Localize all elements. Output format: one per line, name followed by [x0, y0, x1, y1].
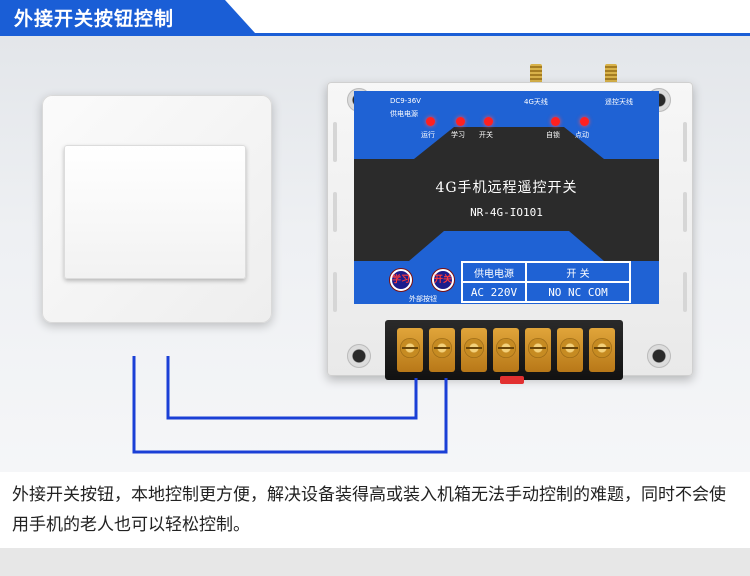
- controller-panel: DC9-36V 供电电源 4G天线 遥控天线 运行 学习 开关 自锁 点动 4G…: [354, 91, 659, 304]
- header-underline: [0, 33, 750, 36]
- red-led-icon: [456, 117, 465, 126]
- enclosure-fin: [683, 272, 687, 312]
- red-led-icon: [484, 117, 493, 126]
- terminal-screw-icon: [525, 328, 551, 372]
- terminal-screw-icon: [589, 328, 615, 372]
- terminal-screw-icon: [429, 328, 455, 372]
- antenna-4g-label: 4G天线: [524, 98, 548, 106]
- switch-header: 开 关: [526, 262, 630, 282]
- led-label-switch: 开关: [479, 131, 493, 139]
- red-led-icon: [426, 117, 435, 126]
- mount-hole-icon: [347, 344, 371, 368]
- voltage-range-label: DC9-36V: [390, 97, 421, 105]
- red-led-icon: [551, 117, 560, 126]
- section-header: 外接开关按钮控制: [0, 0, 750, 36]
- terminal-block: [385, 320, 623, 380]
- enclosure-fin: [333, 192, 337, 232]
- antenna-remote-label: 遥控天线: [605, 98, 633, 106]
- power-supply-label: 供电电源: [390, 110, 418, 118]
- led-label-run: 运行: [421, 131, 435, 139]
- enclosure-fin: [333, 272, 337, 312]
- mount-hole-icon: [647, 344, 671, 368]
- wall-switch: [42, 95, 272, 323]
- header-tab: [0, 0, 255, 33]
- device-model: NR-4G-IO101: [470, 206, 543, 219]
- led-label-momentary: 点动: [575, 131, 589, 139]
- spec-table: 供电电源 开 关 AC 220V NO NC COM: [461, 261, 631, 303]
- bottom-strip: [0, 548, 750, 576]
- red-led-icon: [580, 117, 589, 126]
- red-terminal-tab: [500, 376, 524, 384]
- terminal-screw-icon: [493, 328, 519, 372]
- terminal-screw-icon: [461, 328, 487, 372]
- enclosure-fin: [333, 122, 337, 162]
- enclosure-fin: [683, 192, 687, 232]
- terminal-screw-icon: [397, 328, 423, 372]
- switch-value: NO NC COM: [526, 282, 630, 302]
- led-label-selflock: 自锁: [546, 131, 560, 139]
- terminal-screw-icon: [557, 328, 583, 372]
- description-text: 外接开关按钮，本地控制更方便，解决设备装得高或装入机箱无法手动控制的难题，同时不…: [12, 485, 726, 535]
- power-header: 供电电源: [462, 262, 526, 282]
- external-button-label: 外部按钮: [409, 295, 437, 303]
- section-title: 外接开关按钮控制: [14, 8, 175, 30]
- power-value: AC 220V: [462, 282, 526, 302]
- switch-button[interactable]: 开关: [432, 269, 454, 291]
- switch-rocker: [64, 145, 246, 279]
- enclosure-fin: [683, 122, 687, 162]
- led-label-learn: 学习: [451, 131, 465, 139]
- device-title: 4G手机远程遥控开关: [435, 180, 578, 196]
- learn-button[interactable]: 学习: [390, 269, 412, 291]
